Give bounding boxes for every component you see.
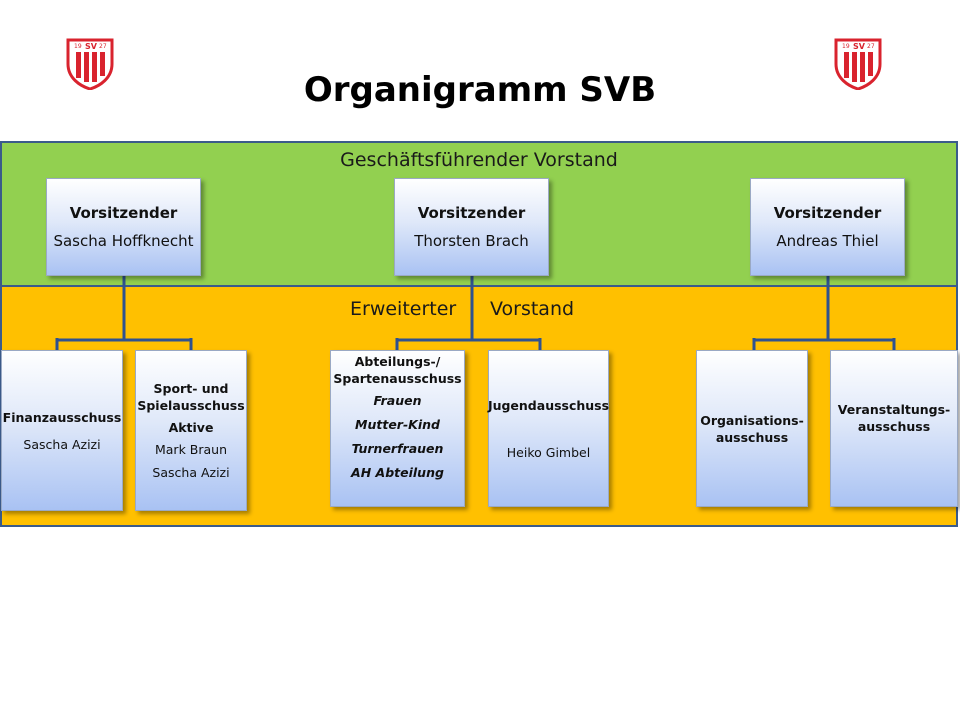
finanzausschuss-box: Finanzausschuss Sascha Azizi	[1, 350, 123, 511]
person-name: Thorsten Brach	[414, 232, 529, 250]
committee-member: Sascha Azizi	[23, 436, 101, 452]
committee-title-line-1: Abteilungs-/	[354, 354, 441, 369]
logo-year-left: 19	[842, 43, 850, 50]
committee-member: Heiko Gimbel	[506, 445, 591, 460]
organisationsausschuss-box: Organisations- ausschuss	[696, 350, 808, 507]
committee-title-line-2: ausschuss	[857, 419, 931, 434]
logo-sv-text: SV	[85, 42, 98, 51]
committee-subtitle: Aktive	[168, 420, 214, 435]
page-title: Organigramm SVB	[303, 70, 657, 110]
sparte-item: Frauen	[373, 393, 422, 408]
committee-title-line-2: ausschuss	[715, 429, 789, 445]
logo-sv-text: SV	[853, 42, 866, 51]
committee-title-line-2: Spartenausschuss	[333, 371, 462, 386]
vorsitzender-box-3: Vorsitzender Andreas Thiel	[750, 178, 905, 276]
role-label: Vorsitzender	[69, 204, 178, 222]
erweiterter-vorstand-label-left: Erweiterter	[350, 298, 457, 320]
committee-title: Jugendausschuss	[487, 398, 610, 413]
person-name: Sascha Hoffknecht	[53, 232, 194, 250]
veranstaltungsausschuss-box: Veranstaltungs- ausschuss	[830, 350, 958, 507]
logo-year-right: 27	[99, 43, 107, 50]
role-label: Vorsitzender	[417, 204, 526, 222]
person-name: Andreas Thiel	[776, 232, 879, 250]
abteilungs-spartenausschuss-box: Abteilungs-/ Spartenausschuss Frauen Mut…	[330, 350, 465, 507]
sparte-item: Turnerfrauen	[351, 441, 444, 456]
logo-year-left: 19	[74, 43, 82, 50]
committee-member: Sascha Azizi	[152, 465, 230, 480]
committee-title-line-1: Veranstaltungs-	[837, 402, 951, 417]
committee-title-line-2: Spielausschuss	[137, 398, 245, 413]
club-logo-left: 19 SV 27	[64, 36, 116, 91]
geschaeftsfuehrender-vorstand-label: Geschäftsführender Vorstand	[340, 149, 618, 171]
role-label: Vorsitzender	[773, 204, 882, 222]
committee-title-line-1: Sport- und	[153, 381, 229, 396]
vorsitzender-box-1: Vorsitzender Sascha Hoffknecht	[46, 178, 201, 276]
logo-year-right: 27	[867, 43, 875, 50]
club-logo-right: 19 SV 27	[832, 36, 884, 91]
committee-title: Finanzausschuss	[2, 409, 122, 425]
committee-member: Mark Braun	[154, 442, 227, 457]
sport-spielausschuss-box: Sport- und Spielausschuss Aktive Mark Br…	[135, 350, 247, 511]
vorsitzender-box-2: Vorsitzender Thorsten Brach	[394, 178, 549, 276]
sparte-item: AH Abteilung	[351, 465, 444, 480]
jugendausschuss-box: Jugendausschuss Heiko Gimbel	[488, 350, 609, 507]
committee-title-line-1: Organisations-	[700, 412, 804, 428]
sparte-item: Mutter-Kind	[355, 417, 440, 432]
erweiterter-vorstand-label-right: Vorstand	[490, 298, 575, 320]
